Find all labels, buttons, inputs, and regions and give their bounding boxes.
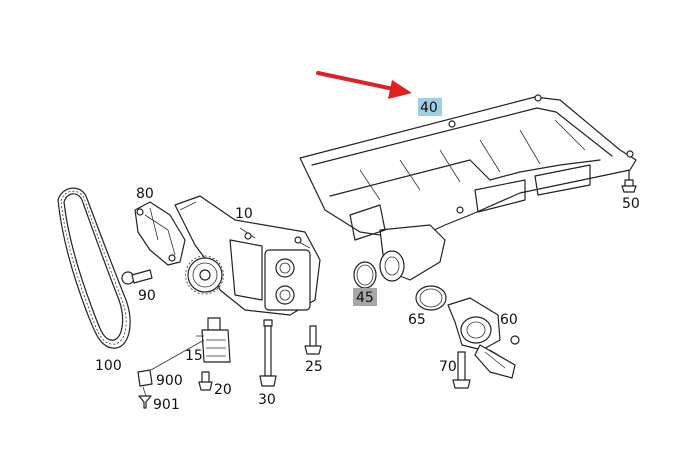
bolt-25-part[interactable] — [304, 325, 322, 355]
callout-65[interactable]: 65 — [408, 312, 426, 328]
callout-45-highlight — [353, 288, 377, 306]
callout-60[interactable]: 60 — [500, 312, 518, 328]
oil-pickup-60-part[interactable] — [447, 297, 520, 379]
callout-30[interactable]: 30 — [258, 392, 276, 408]
callout-50[interactable]: 50 — [622, 196, 640, 212]
callout-901[interactable]: 901 — [153, 397, 180, 413]
bolt-70-part[interactable] — [452, 351, 471, 389]
callout-10[interactable]: 10 — [235, 206, 253, 222]
callout-900[interactable]: 900 — [156, 373, 183, 389]
leader-lines — [142, 339, 205, 397]
bolt-90-part[interactable] — [121, 269, 153, 285]
clip-901-part[interactable] — [138, 395, 152, 409]
clip-900-part[interactable] — [137, 369, 153, 387]
callout-90[interactable]: 90 — [138, 288, 156, 304]
oil-pan-part[interactable] — [299, 94, 637, 282]
callout-labels: 40 45 50 65 60 70 80 10 90 100 15 900 90… — [95, 98, 640, 413]
bolt-30-part[interactable] — [259, 319, 277, 387]
callout-40[interactable]: 40 — [420, 100, 438, 116]
oil-pump-10-part[interactable] — [174, 195, 321, 316]
bolt-20-part[interactable] — [198, 371, 213, 391]
o-ring-45-part[interactable] — [353, 261, 377, 289]
callout-45[interactable]: 45 — [356, 290, 374, 306]
chain-guide-80-part[interactable] — [134, 201, 186, 266]
callout-70[interactable]: 70 — [439, 359, 457, 375]
bolt-50-part[interactable] — [621, 169, 637, 193]
callout-15[interactable]: 15 — [185, 348, 203, 364]
pointer-arrow-icon — [316, 71, 412, 99]
valve-15-part[interactable] — [196, 317, 231, 363]
callout-25[interactable]: 25 — [305, 359, 323, 375]
o-ring-65-part[interactable] — [415, 285, 447, 311]
callout-20[interactable]: 20 — [214, 382, 232, 398]
callout-40-highlight — [418, 98, 442, 116]
callout-100[interactable]: 100 — [95, 358, 122, 374]
callout-80[interactable]: 80 — [136, 186, 154, 202]
chain-100-part[interactable] — [57, 187, 131, 349]
